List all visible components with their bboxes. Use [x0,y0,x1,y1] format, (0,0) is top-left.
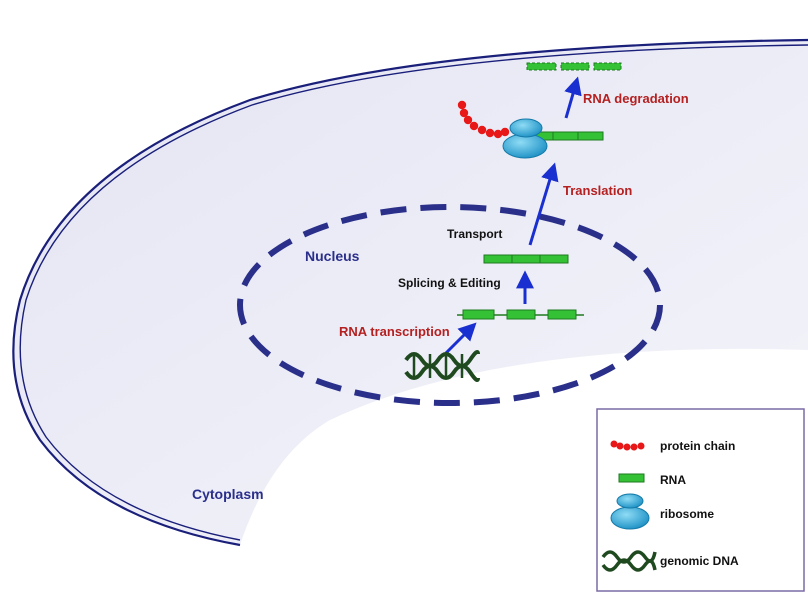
cytoplasm-region [13,40,808,545]
nucleus-envelope [237,204,663,406]
ribosome-large [502,133,548,159]
legend: protein chain RNA ribosome genomic DNA [596,408,805,592]
genomic-dna [404,350,480,382]
transport-arrow [528,162,559,246]
rna-icon [618,473,645,483]
translation-complex [457,100,604,159]
legend-rna: RNA [660,473,686,487]
ribosome-small [509,118,543,138]
transport-label: Transport [447,227,502,241]
transcription-arrow [444,322,477,355]
protein-chain [457,100,510,139]
degraded-rna [526,62,622,71]
ribosome-icon [610,493,650,530]
legend-ribosome: ribosome [660,507,714,521]
degradation-arrow [564,76,582,119]
splicing-label: Splicing & Editing [398,276,501,290]
legend-genomic-dna: genomic DNA [660,554,739,568]
legend-protein-chain: protein chain [660,439,735,453]
mature-mrna [483,254,569,264]
protein-chain-icon [610,440,645,451]
translation-label: Translation [563,183,632,198]
cytoplasm-label: Cytoplasm [192,486,264,502]
cell-membrane-inner [19,44,808,541]
pre-mrna [457,309,584,320]
genomic-dna-icon [601,550,657,572]
degradation-label: RNA degradation [583,91,689,106]
transcription-label: RNA transcription [339,324,450,339]
cell-membrane-outer [12,38,808,547]
nucleus-label: Nucleus [305,248,360,264]
